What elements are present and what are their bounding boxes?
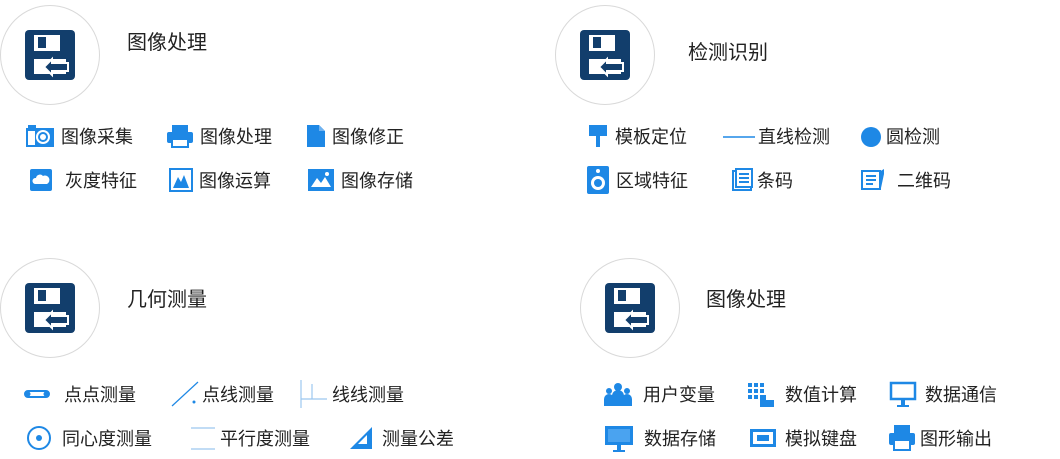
file-icon <box>306 124 326 148</box>
point-line-icon <box>170 380 200 408</box>
menu-item-label: 数据存储 <box>644 429 716 450</box>
menu-item-label: 测量公差 <box>382 429 454 450</box>
line-icon <box>722 124 756 148</box>
menu-item-label: 区域特征 <box>616 171 688 192</box>
concentric-icon <box>26 425 52 451</box>
section-badge <box>580 258 680 358</box>
printer-icon <box>166 124 194 148</box>
menu-item-label: 灰度特征 <box>65 171 137 192</box>
menu-item[interactable]: 点线测量 <box>170 381 274 407</box>
section-title: 几何测量 <box>127 287 207 311</box>
parallel-icon <box>190 425 216 451</box>
section-badge <box>0 5 100 105</box>
menu-item-label: 点线测量 <box>202 385 274 406</box>
menu-item-label: 二维码 <box>897 171 951 192</box>
menu-item[interactable]: 直线检测 <box>722 123 830 149</box>
menu-item-label: 用户变量 <box>643 385 715 406</box>
menu-item-label: 点点测量 <box>64 385 136 406</box>
menu-item-label: 模拟键盘 <box>785 429 857 450</box>
line-line-icon <box>298 379 328 409</box>
menu-item-label: 图像修正 <box>332 127 404 148</box>
menu-item[interactable]: 图像修正 <box>306 123 404 149</box>
picture-icon <box>307 168 335 192</box>
menu-item[interactable]: 图像处理 <box>166 123 272 149</box>
menu-item[interactable]: 同心度测量 <box>26 425 152 451</box>
menu-item[interactable]: 条码 <box>731 167 793 193</box>
menu-item-label: 图形输出 <box>920 429 992 450</box>
section-title: 图像处理 <box>127 30 207 54</box>
menu-item-label: 图像采集 <box>61 127 133 148</box>
save-icon <box>604 282 656 334</box>
menu-item-label: 线线测量 <box>332 385 404 406</box>
menu-item[interactable]: 模拟键盘 <box>749 425 857 451</box>
menu-item-label: 图像存储 <box>341 171 413 192</box>
set-square-icon <box>348 425 374 451</box>
point-point-icon <box>24 382 50 406</box>
menu-item[interactable]: 数据存储 <box>604 423 716 453</box>
menu-item[interactable]: 用户变量 <box>603 381 715 407</box>
users-icon <box>603 381 633 407</box>
circle-icon <box>860 124 882 148</box>
monitor-filled-icon <box>604 423 634 453</box>
speaker-icon <box>586 165 610 195</box>
menu-item[interactable]: 模板定位 <box>587 123 687 149</box>
menu-item[interactable]: 数据通信 <box>889 381 997 407</box>
menu-item-label: 条码 <box>757 171 793 192</box>
menu-item-label: 直线检测 <box>758 127 830 148</box>
menu-item[interactable]: 点点测量 <box>24 381 136 407</box>
menu-item-label: 同心度测量 <box>62 429 152 450</box>
menu-item-label: 图像处理 <box>200 127 272 148</box>
printer-icon <box>888 424 916 452</box>
menu-item[interactable]: 测量公差 <box>348 425 454 451</box>
camera-icon <box>25 124 55 148</box>
menu-item-label: 圆检测 <box>886 127 940 148</box>
notebook-icon <box>859 168 885 192</box>
menu-item[interactable]: 数值计算 <box>747 381 857 407</box>
section-title: 图像处理 <box>706 287 786 311</box>
calculator-icon <box>747 380 775 408</box>
monitor-icon <box>889 380 917 408</box>
section-badge <box>0 258 100 358</box>
menu-item-label: 数据通信 <box>925 385 997 406</box>
menu-item[interactable]: 线线测量 <box>298 379 404 409</box>
save-icon <box>24 29 76 81</box>
menu-item[interactable]: 灰度特征 <box>29 167 137 193</box>
menu-item[interactable]: 图像运算 <box>169 167 271 193</box>
menu-item[interactable]: 区域特征 <box>586 165 688 195</box>
menu-item[interactable]: 二维码 <box>859 167 951 193</box>
pushpin-icon <box>587 124 609 148</box>
document-lines-icon <box>731 168 755 192</box>
keyboard-icon <box>749 426 777 450</box>
menu-item-label: 平行度测量 <box>220 429 310 450</box>
menu-item[interactable]: 图像存储 <box>307 167 413 193</box>
menu-item-label: 数值计算 <box>785 385 857 406</box>
cloud-icon <box>29 168 53 192</box>
menu-item[interactable]: 图像采集 <box>25 123 133 149</box>
menu-item[interactable]: 平行度测量 <box>190 425 310 451</box>
save-icon <box>24 282 76 334</box>
menu-item-label: 模板定位 <box>615 127 687 148</box>
section-title: 检测识别 <box>688 40 768 64</box>
menu-item[interactable]: 图形输出 <box>888 425 992 451</box>
save-icon <box>579 29 631 81</box>
section-badge <box>555 5 655 105</box>
mountain-image-icon <box>169 168 193 192</box>
menu-item-label: 图像运算 <box>199 171 271 192</box>
menu-item[interactable]: 圆检测 <box>860 123 940 149</box>
